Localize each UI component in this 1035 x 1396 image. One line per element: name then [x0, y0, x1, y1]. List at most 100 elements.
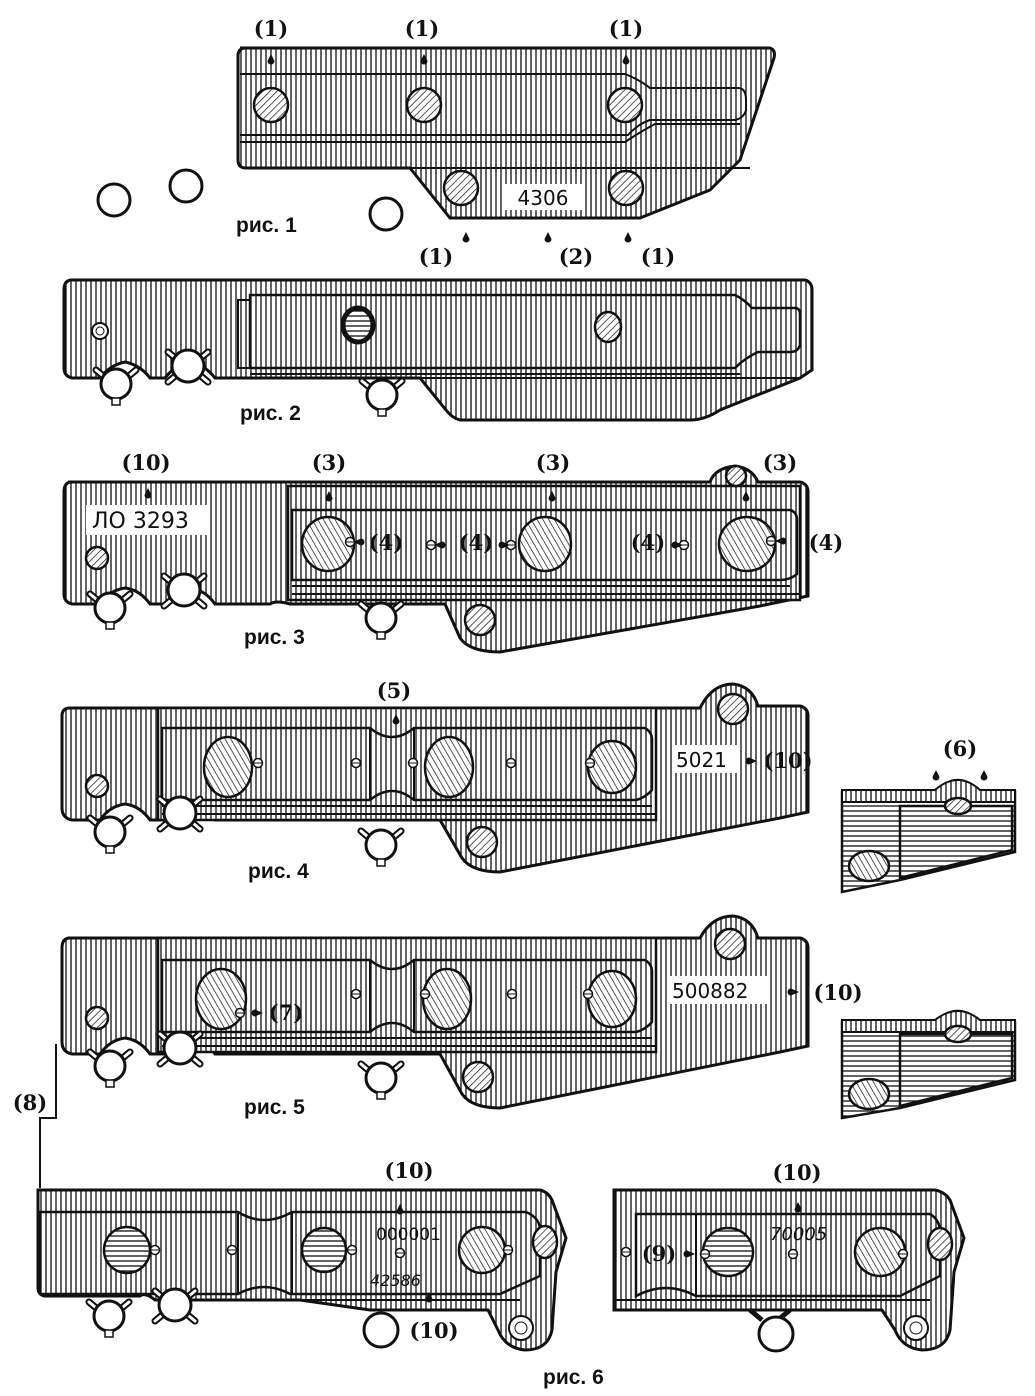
callout-label: (1) [641, 244, 675, 269]
callout-label: (5) [377, 678, 411, 703]
screw [606, 86, 644, 124]
receiver-body [236, 46, 776, 220]
screw [421, 967, 473, 1031]
rivet [508, 1315, 534, 1341]
callout-label: (1) [405, 16, 439, 41]
wing-nut [155, 1289, 195, 1321]
wing-nut [361, 603, 401, 639]
callout-label: (10) [384, 1158, 433, 1183]
screw [300, 1226, 348, 1274]
wing-nut [361, 830, 401, 866]
screw [463, 603, 497, 637]
figure-6-left: 000001 42586 (10) (10) [36, 1158, 568, 1352]
serial-number: 42586 [370, 1271, 421, 1290]
screw [586, 969, 638, 1029]
screw [853, 1226, 907, 1278]
screw [84, 545, 110, 571]
wing-nut [362, 380, 402, 416]
wing-nut [96, 369, 136, 405]
screw [457, 1225, 507, 1275]
rivet [91, 322, 109, 340]
callout-label: (10) [409, 1318, 458, 1343]
screw [531, 1224, 559, 1260]
callout-label: (10) [813, 980, 862, 1005]
screw [847, 849, 891, 883]
callout-label: (9) [642, 1241, 676, 1266]
wing-nut [90, 593, 130, 629]
rivet [340, 305, 376, 345]
screw [84, 773, 110, 799]
screw [926, 1226, 954, 1262]
screw [716, 692, 750, 726]
figure-6-right: 70005 (9) (10) рис. 6 [543, 1160, 966, 1389]
callout-label: (4) [369, 530, 403, 555]
washer [757, 1315, 795, 1353]
screw [252, 86, 290, 124]
screw [701, 1226, 755, 1278]
callout-label: (7) [269, 1000, 303, 1025]
wing-nut [164, 574, 204, 606]
screw [713, 927, 747, 961]
screw [194, 967, 248, 1031]
wing-nut [168, 350, 208, 382]
screw [405, 86, 443, 124]
serial-number: 70005 [770, 1224, 827, 1245]
rivet [903, 1315, 929, 1341]
callout-label: (3) [536, 450, 570, 475]
screw [607, 169, 645, 207]
serial-number: 4306 [518, 186, 569, 210]
wing-nut [160, 797, 200, 829]
callout-label: (10) [121, 450, 170, 475]
callout-label: (1) [254, 16, 288, 41]
screw [724, 464, 748, 488]
washer [168, 168, 204, 204]
screw [717, 515, 777, 573]
figure-caption: рис. 3 [244, 626, 305, 649]
callout-label: (3) [763, 450, 797, 475]
detail-view-6: (6) [840, 736, 1017, 1120]
screw [943, 796, 973, 816]
wing-nut [90, 817, 130, 853]
figure-caption: рис. 4 [248, 860, 309, 883]
figure-1: 4306 (1) (1) (1) (1) (2) (1) рис. 1 [96, 16, 776, 269]
screw [943, 1024, 973, 1044]
screw [465, 825, 499, 859]
figure-caption: рис. 1 [236, 214, 297, 237]
screw [442, 169, 480, 207]
washer [368, 196, 404, 232]
callout-label: (4) [459, 530, 493, 555]
callout-label: (4) [809, 530, 843, 555]
figure-2: рис. 2 [62, 278, 814, 425]
figure-4: 5021 (10) (5) рис. 4 [60, 678, 813, 883]
callout-label: (1) [609, 16, 643, 41]
screw [202, 735, 254, 799]
callout-label: (1) [419, 244, 453, 269]
callout-label: (3) [312, 450, 346, 475]
screw [517, 515, 573, 573]
figure-3: ЛО 3293 (10) (3) (3) (3) (4) (4) (4) (4)… [62, 450, 843, 654]
serial-number: 500882 [672, 979, 748, 1003]
callout-label: (10) [763, 748, 812, 773]
figure-caption: рис. 6 [543, 1366, 604, 1389]
bracket-line [39, 1044, 57, 1188]
callout-label: (6) [943, 736, 977, 761]
wing-nut [160, 1032, 200, 1064]
screw [102, 1225, 152, 1275]
screw [586, 739, 638, 795]
serial-number: ЛО 3293 [92, 509, 189, 534]
screw [593, 310, 623, 344]
wing-nut [90, 1051, 130, 1087]
serial-number: 5021 [676, 748, 727, 772]
serial-number: 000001 [376, 1225, 441, 1245]
callout-label: (2) [559, 244, 593, 269]
wing-nut [89, 1301, 129, 1337]
washer [362, 1311, 400, 1349]
callout-label: (10) [772, 1160, 821, 1185]
figure-caption: рис. 2 [240, 402, 301, 425]
callout-label: (8) [13, 1090, 47, 1115]
washer [96, 182, 132, 218]
screw [847, 1077, 891, 1111]
screw [461, 1060, 495, 1094]
screw [423, 735, 475, 799]
